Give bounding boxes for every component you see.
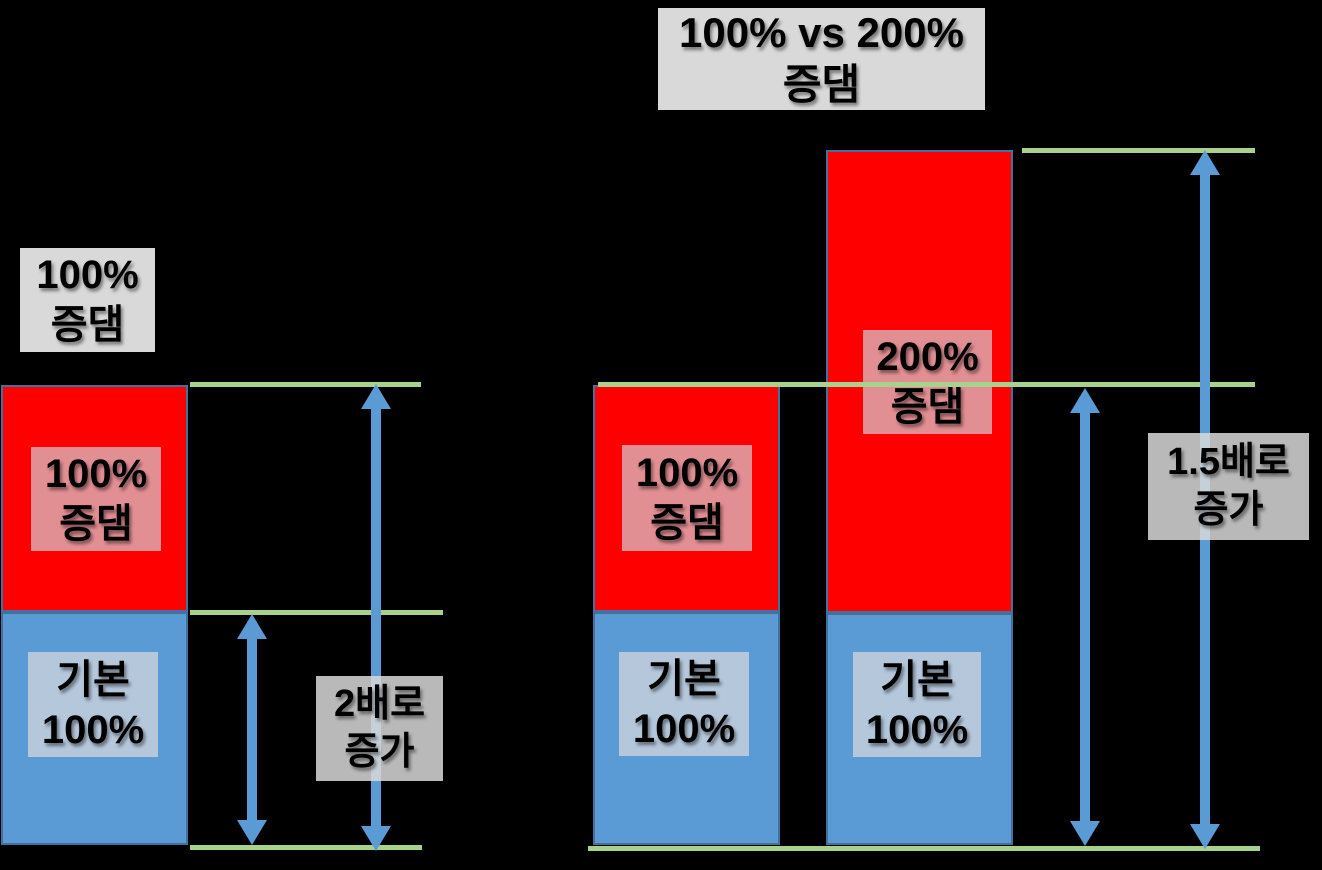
ref-line-right-bottom (588, 846, 1260, 851)
bar3-base-label: 기본 100% (853, 652, 981, 757)
left-header-label: 100% 증댐 (20, 248, 155, 352)
base-height-arrow-icon (237, 614, 267, 845)
ref-line-right-middle (598, 382, 1255, 387)
ref-line-left-top (190, 382, 421, 387)
bar2-total-arrow-icon (1070, 388, 1100, 846)
ref-line-left-bottom (190, 845, 422, 850)
bar1-base-label: 기본 100% (28, 652, 158, 757)
bar2-increase-label: 100% 증댐 (622, 445, 752, 551)
left-measure-line1: 2배로 (333, 683, 426, 725)
bar2-base-line2: 100% (632, 707, 736, 751)
bar1-base-line1: 기본 (56, 657, 130, 702)
ref-line-right-top (1022, 148, 1255, 153)
bar2-base-line1: 기본 (647, 657, 721, 701)
double-height-arrow-icon (361, 384, 391, 851)
left-header-line1: 100% (36, 253, 139, 297)
bar2-base-label: 기본 100% (619, 652, 749, 756)
bar3-increase-line2: 증댐 (890, 385, 965, 429)
bar1-base-line2: 100% (41, 707, 145, 752)
bar1-increase-line1: 100% (44, 452, 148, 496)
chart-title: 100% vs 200% 증댐 (658, 8, 985, 110)
bar1-increase-line2: 증댐 (59, 502, 133, 546)
bar2-increase-line2: 증댐 (650, 501, 724, 545)
bar3-base-line1: 기본 (880, 657, 954, 702)
bar3-base-line2: 100% (865, 707, 969, 752)
bar1-increase-label: 100% 증댐 (31, 447, 161, 551)
chart-title-line2: 증댐 (782, 61, 861, 108)
right-measure-label: 1.5배로 증가 (1148, 433, 1309, 540)
left-header-line2: 증댐 (50, 303, 125, 347)
ref-line-left-middle (190, 610, 443, 615)
right-measure-line2: 증가 (1193, 488, 1264, 531)
left-measure-line2: 증가 (344, 730, 415, 773)
bar2-increase-line1: 100% (635, 451, 739, 495)
bar3-increase-line1: 200% (876, 335, 979, 379)
chart-title-line1: 100% vs 200% (679, 8, 964, 56)
right-measure-line1: 1.5배로 (1167, 441, 1290, 483)
left-measure-label: 2배로 증가 (316, 676, 443, 781)
